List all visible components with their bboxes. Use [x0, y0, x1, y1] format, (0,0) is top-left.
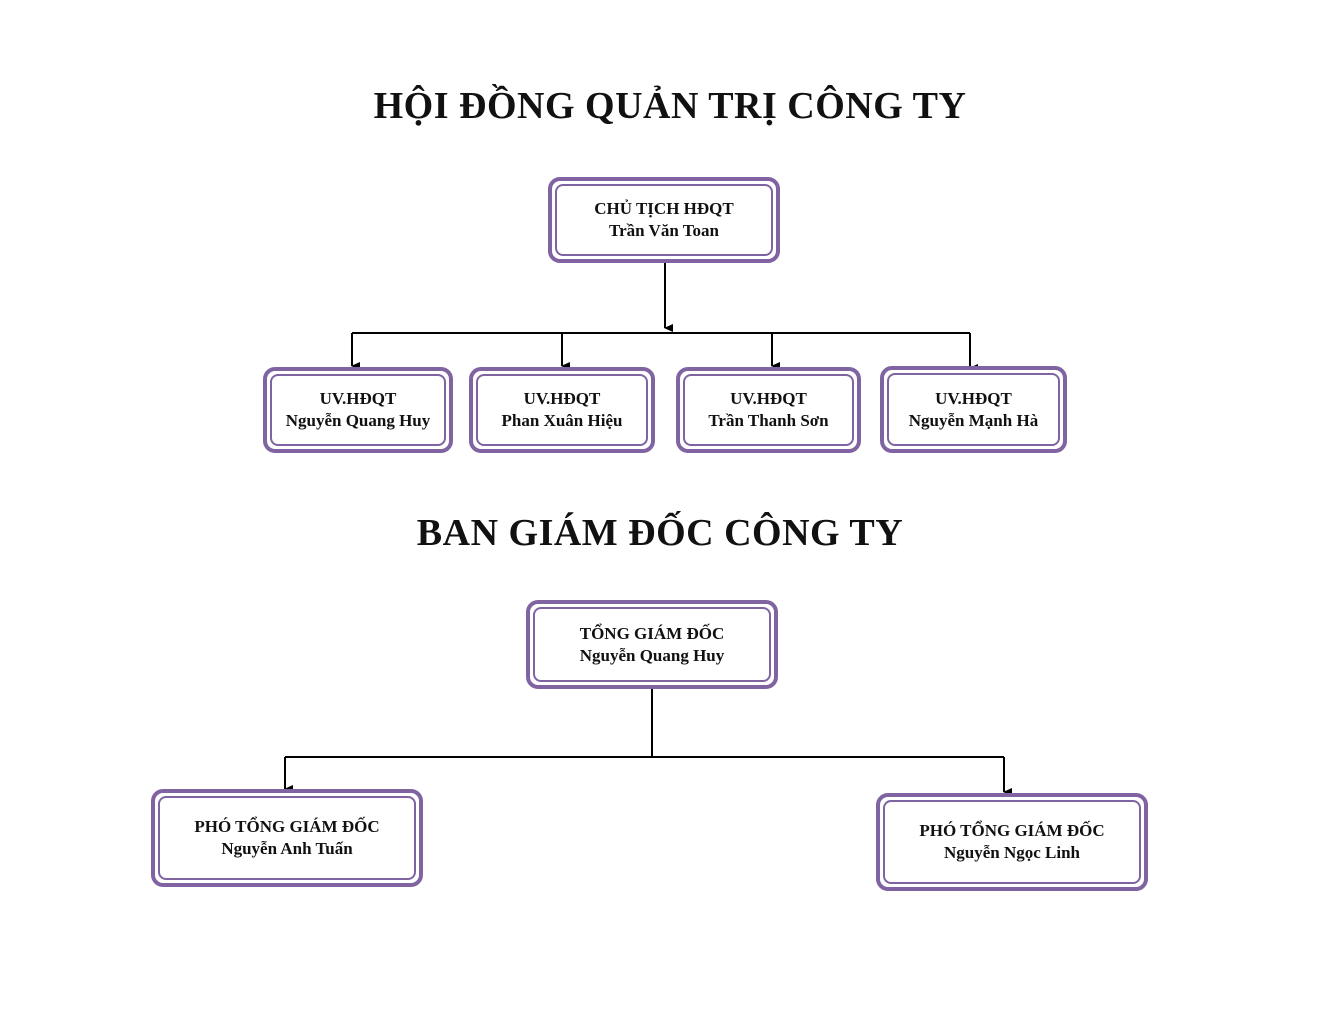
member-name: Trần Thanh Sơn — [708, 411, 829, 430]
member-box: UV.HĐQT Trần Thanh Sơn — [676, 367, 861, 453]
ceo-name: Nguyễn Quang Huy — [579, 645, 725, 665]
member-name: Nguyễn Mạnh Hà — [908, 410, 1039, 430]
member-name: Phan Xuân Hiệu — [501, 411, 623, 430]
member-box: UV.HĐQT Nguyễn Mạnh Hà — [880, 366, 1067, 453]
management-title: BAN GIÁM ĐỐC CÔNG TY — [416, 512, 904, 554]
ceo-box: TỔNG GIÁM ĐỐC Nguyễn Quang Huy — [526, 600, 778, 689]
deputy-name: Nguyễn Anh Tuấn — [221, 839, 353, 858]
member-box: UV.HĐQT Nguyễn Quang Huy — [263, 367, 453, 453]
chair-role: CHỦ TỊCH HĐQT — [594, 199, 734, 218]
deputy-box: PHÓ TỔNG GIÁM ĐỐC Nguyễn Ngọc Linh — [876, 793, 1148, 891]
member-role: UV.HĐQT — [319, 389, 397, 408]
chair-name: Trần Văn Toan — [609, 221, 719, 240]
chair-box: CHỦ TỊCH HĐQT Trần Văn Toan — [548, 177, 780, 263]
member-role: UV.HĐQT — [935, 388, 1012, 408]
member-role: UV.HĐQT — [523, 389, 601, 408]
deputy-box: PHÓ TỔNG GIÁM ĐỐC Nguyễn Anh Tuấn — [151, 789, 423, 887]
member-name: Nguyễn Quang Huy — [285, 411, 431, 430]
deputy-role: PHÓ TỔNG GIÁM ĐỐC — [919, 821, 1105, 840]
member-box: UV.HĐQT Phan Xuân Hiệu — [469, 367, 655, 453]
deputy-name: Nguyễn Ngọc Linh — [943, 843, 1081, 862]
board-title: HỘI ĐỒNG QUẢN TRỊ CÔNG TY — [373, 85, 967, 127]
member-role: UV.HĐQT — [730, 389, 807, 408]
ceo-role: TỔNG GIÁM ĐỐC — [579, 623, 725, 643]
deputy-role: PHÓ TỔNG GIÁM ĐỐC — [194, 817, 380, 836]
